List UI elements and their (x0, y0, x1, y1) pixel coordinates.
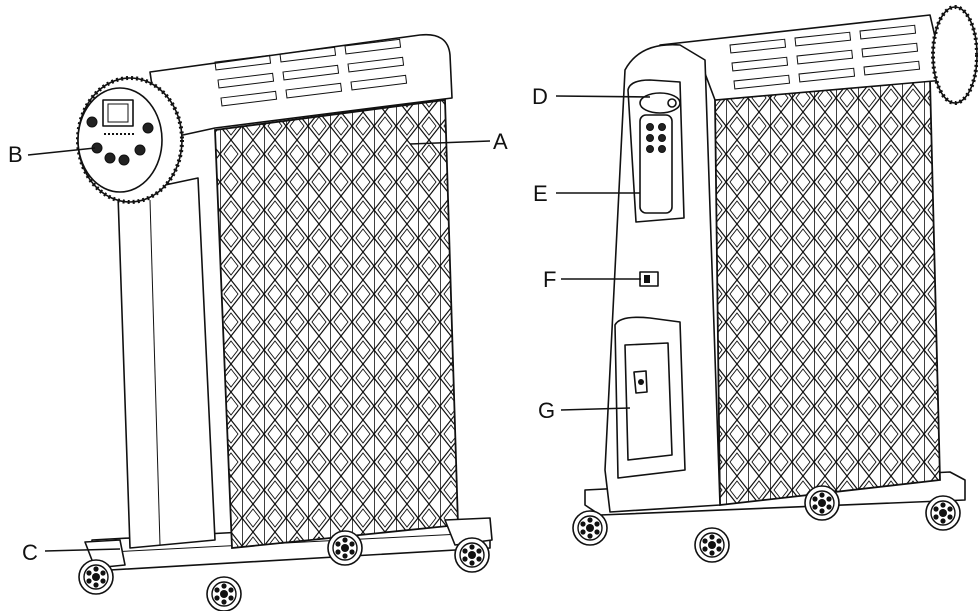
front-wheel-icon (454, 537, 490, 573)
remote-holder (627, 79, 685, 223)
callout-f-label: F (543, 267, 556, 292)
back-wheel-icon (925, 495, 961, 531)
front-side-column (117, 177, 216, 549)
callout-b: B (8, 142, 96, 167)
callout-g: G (538, 398, 631, 423)
back-grille-body (714, 79, 941, 507)
heater-front-view (76, 33, 493, 611)
back-top-vents (729, 24, 921, 90)
back-drum-ring (932, 6, 978, 104)
front-top-vents (214, 38, 408, 107)
control-button-icon (142, 122, 154, 134)
front-wheel-icon (78, 559, 114, 595)
cord-storage (614, 316, 686, 479)
back-wheel-icon (572, 510, 608, 546)
callout-b-label: B (8, 142, 23, 167)
control-panel (77, 87, 163, 193)
control-button-icon (86, 116, 98, 128)
callout-g-label: G (538, 398, 555, 423)
callout-e: E (533, 181, 640, 206)
callout-e-label: E (533, 181, 548, 206)
callout-f: F (543, 267, 641, 292)
callout-d: D (532, 84, 651, 109)
back-wheel-icon (694, 527, 730, 563)
callout-d-label: D (532, 84, 548, 109)
callout-a-label: A (493, 129, 508, 154)
callout-a: A (409, 129, 508, 154)
front-wheel-icon (327, 530, 363, 566)
control-button-icon (104, 152, 116, 164)
heater-back-view (572, 5, 978, 563)
control-button-icon (118, 154, 130, 166)
back-wheel-icon (804, 485, 840, 521)
front-wheel-icon (206, 576, 242, 611)
front-grille-body (214, 98, 459, 549)
remote-control (639, 114, 673, 214)
callout-c: C (22, 540, 121, 565)
control-button-icon (134, 144, 146, 156)
callout-c-label: C (22, 540, 38, 565)
